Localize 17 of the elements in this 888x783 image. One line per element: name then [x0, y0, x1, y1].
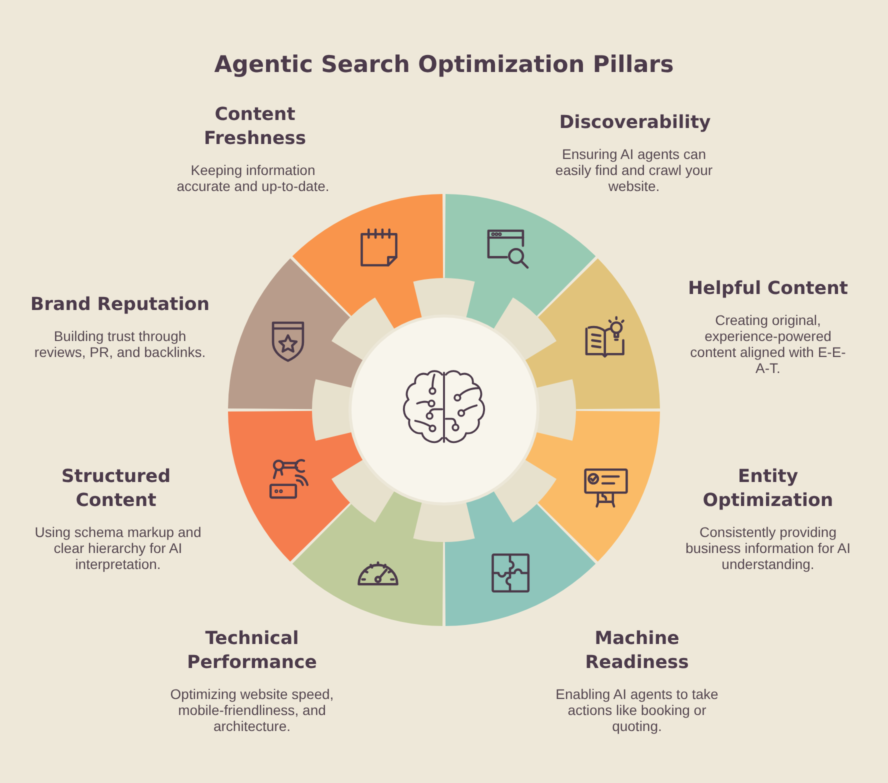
pillar-description: Enabling AI agents to take actions like booking or quoting. [554, 686, 720, 734]
pillar-description: Optimizing website speed, mobile-friendliness, and architecture. [169, 686, 335, 734]
pillar-heading: Technical Performance [186, 627, 318, 675]
pillar-description: Building trust through reviews, PR, and backlinks. [33, 328, 207, 360]
diagram-title: Agentic Search Optimization Pillars [214, 51, 674, 80]
pillar-description: Consistently providing business information for AI understanding. [684, 524, 852, 572]
pillar-heading: Content Freshness [202, 103, 308, 151]
pillar-heading: Brand Reputation [29, 293, 211, 317]
pillar-heading: Entity Optimization [702, 465, 834, 513]
pillar-heading: Helpful Content [686, 277, 850, 301]
pillar-description: Keeping information accurate and up-to-date. [176, 162, 330, 194]
pillar-description: Using schema markup and clear hierarchy for AI interpretation. [34, 524, 202, 572]
pillar-heading: Discoverability [558, 111, 712, 135]
pillar-description: Creating original, experience-powered content aligned with E-E-A-T. [689, 312, 847, 376]
pillar-heading: Machine Readiness [584, 627, 690, 675]
pillar-description: Ensuring AI agents can easily find and crawl your website. [554, 146, 714, 194]
pillar-heading: Structured Content [60, 465, 172, 513]
